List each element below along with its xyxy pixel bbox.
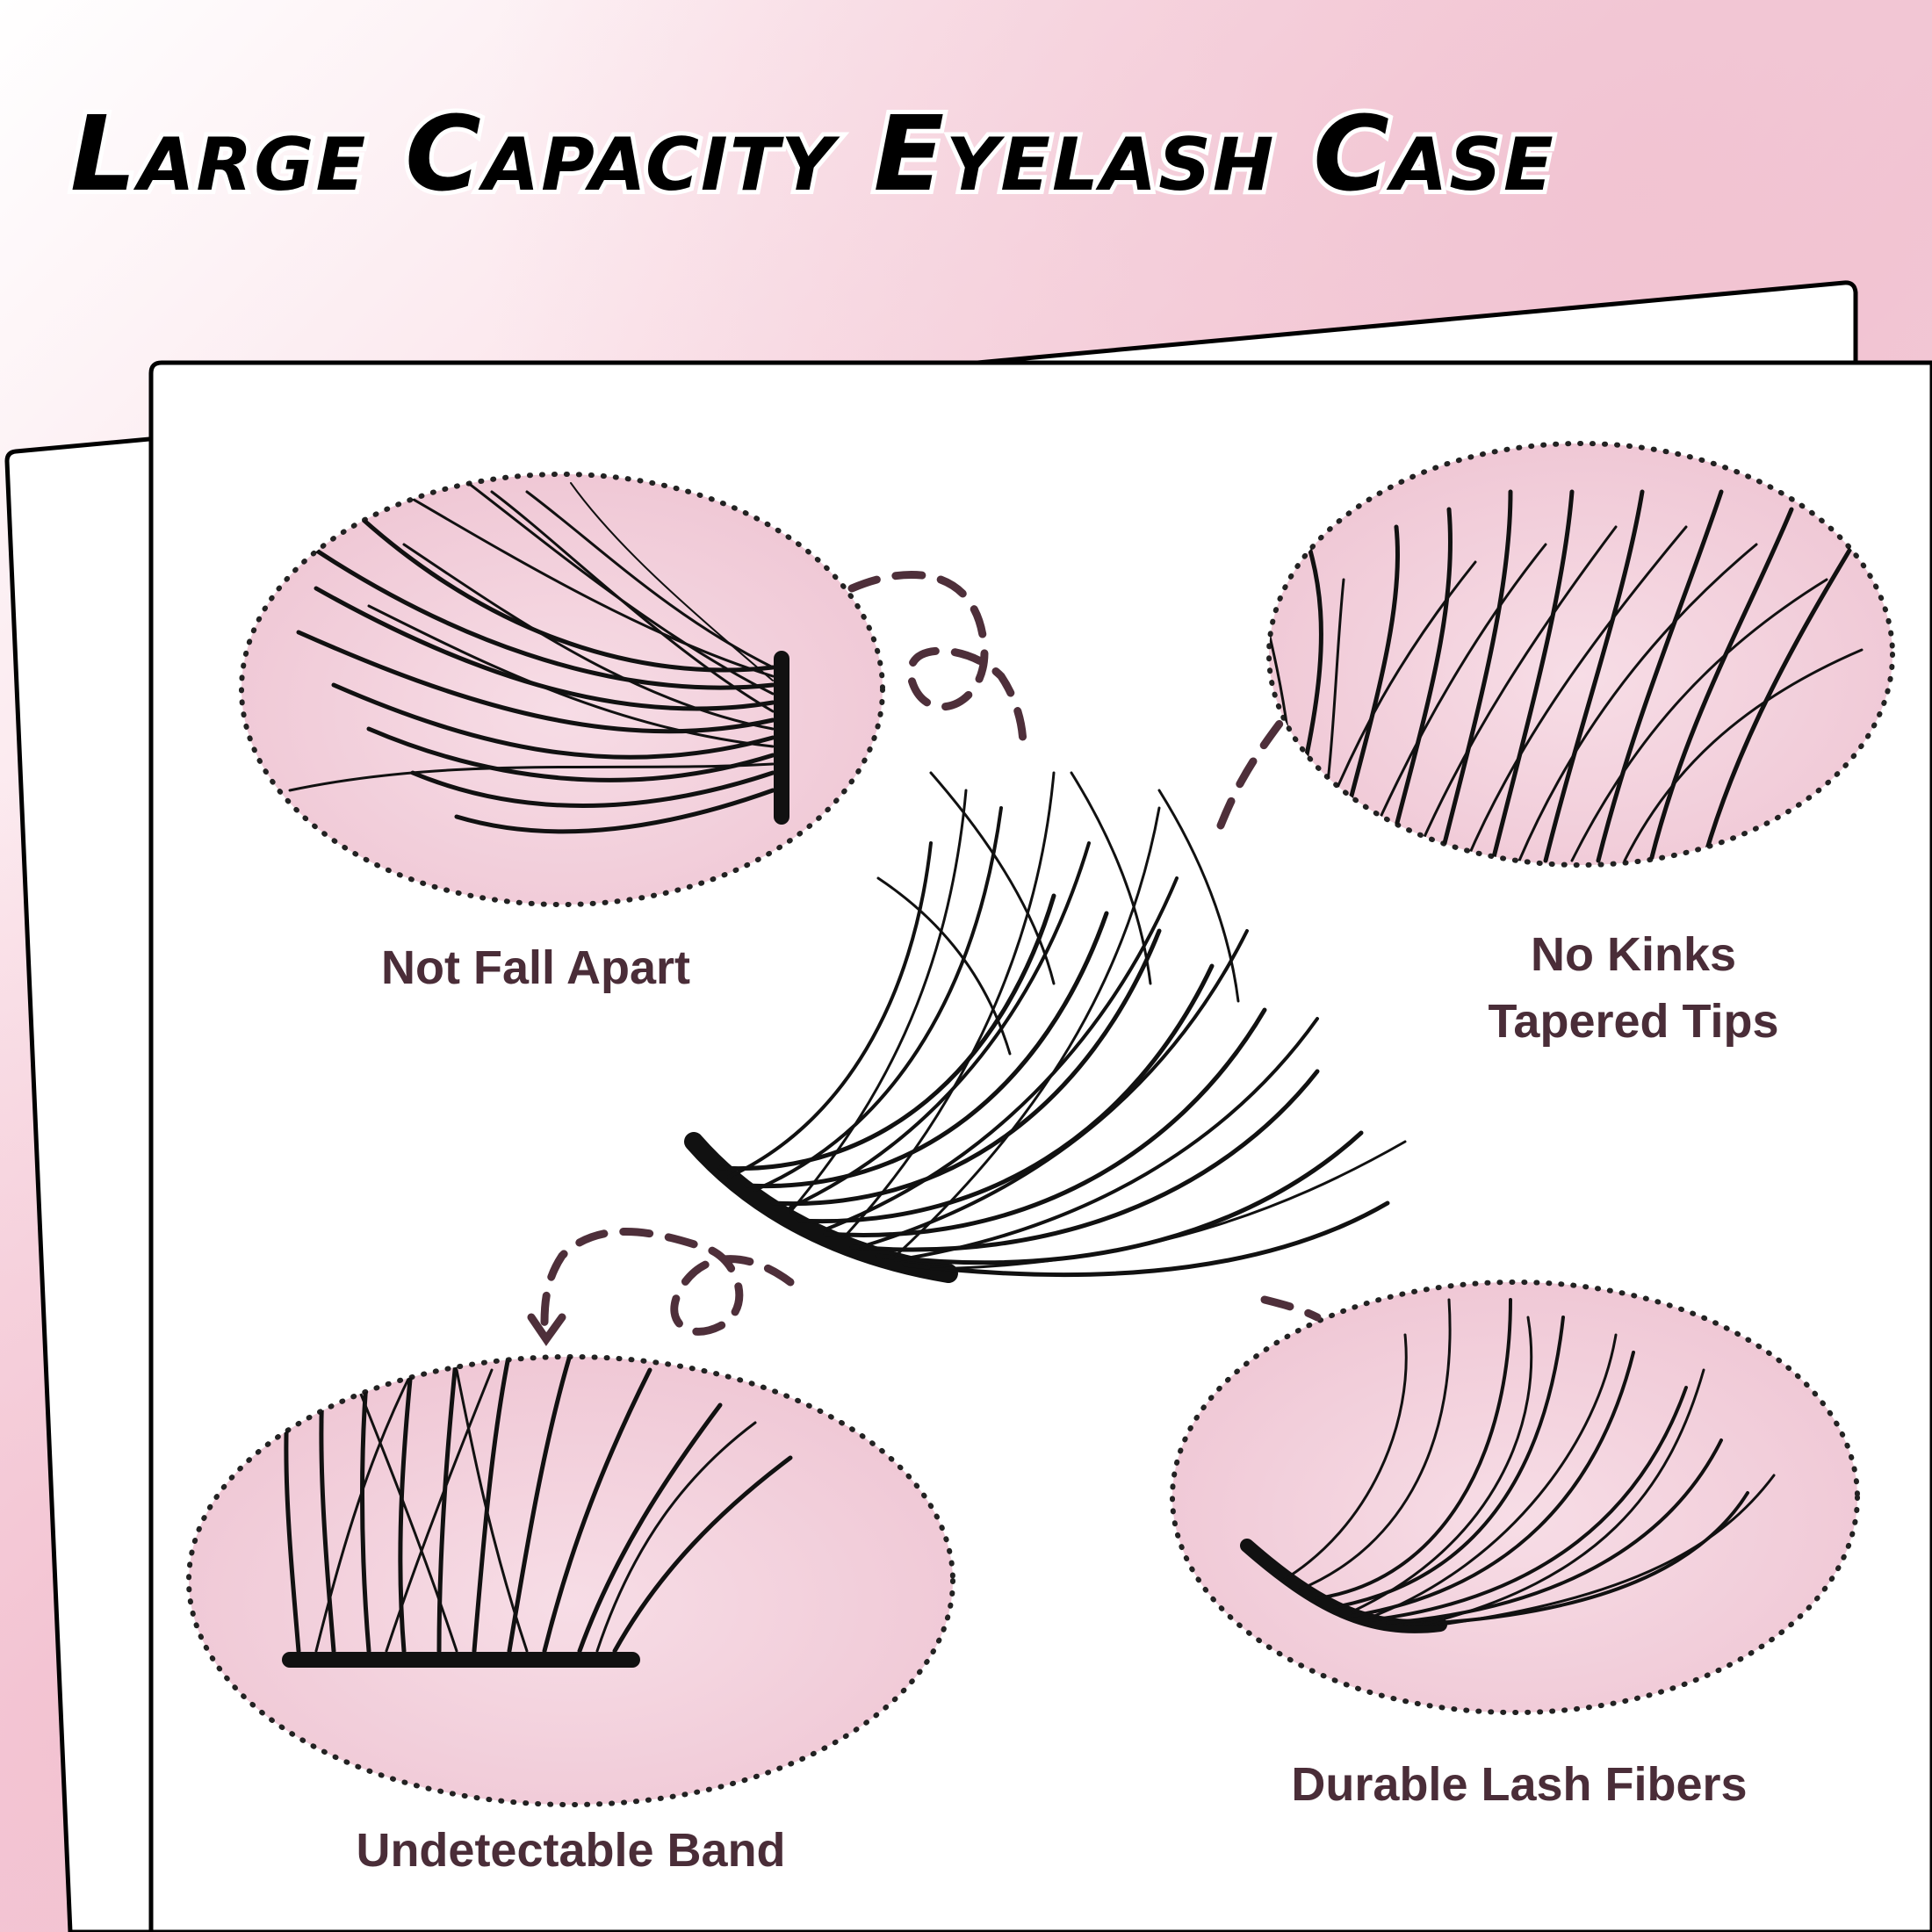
label-undetectable-band: Undetectable Band [356, 1824, 786, 1877]
headline: Large Capacity Eyelash Case [66, 89, 1558, 219]
label-no-kinks: No Kinks [1530, 928, 1737, 981]
label-tapered-tips: Tapered Tips [1488, 995, 1779, 1048]
lash-durability-closeup [1240, 1298, 1776, 1633]
label-durable-lash-fibers: Durable Lash Fibers [1291, 1758, 1748, 1811]
lash-band-closeup [282, 1357, 793, 1668]
bubble-undetectable-band [186, 1354, 955, 1807]
bubble-durable-fibers [1170, 1280, 1860, 1715]
connector-arrow-top-left [847, 571, 1027, 751]
main-lash-cluster [684, 771, 1407, 1283]
label-not-fall-apart: Not Fall Apart [380, 941, 690, 994]
connector-arrow-bottom-right [1260, 1295, 1322, 1322]
lash-cluster-closeup [288, 474, 789, 834]
bubble-not-fall-apart [239, 472, 885, 907]
connector-arrow-bottom-left [527, 1228, 795, 1346]
connector-arrow-top-right [1216, 716, 1287, 830]
bubble-no-kinks [1266, 441, 1895, 868]
